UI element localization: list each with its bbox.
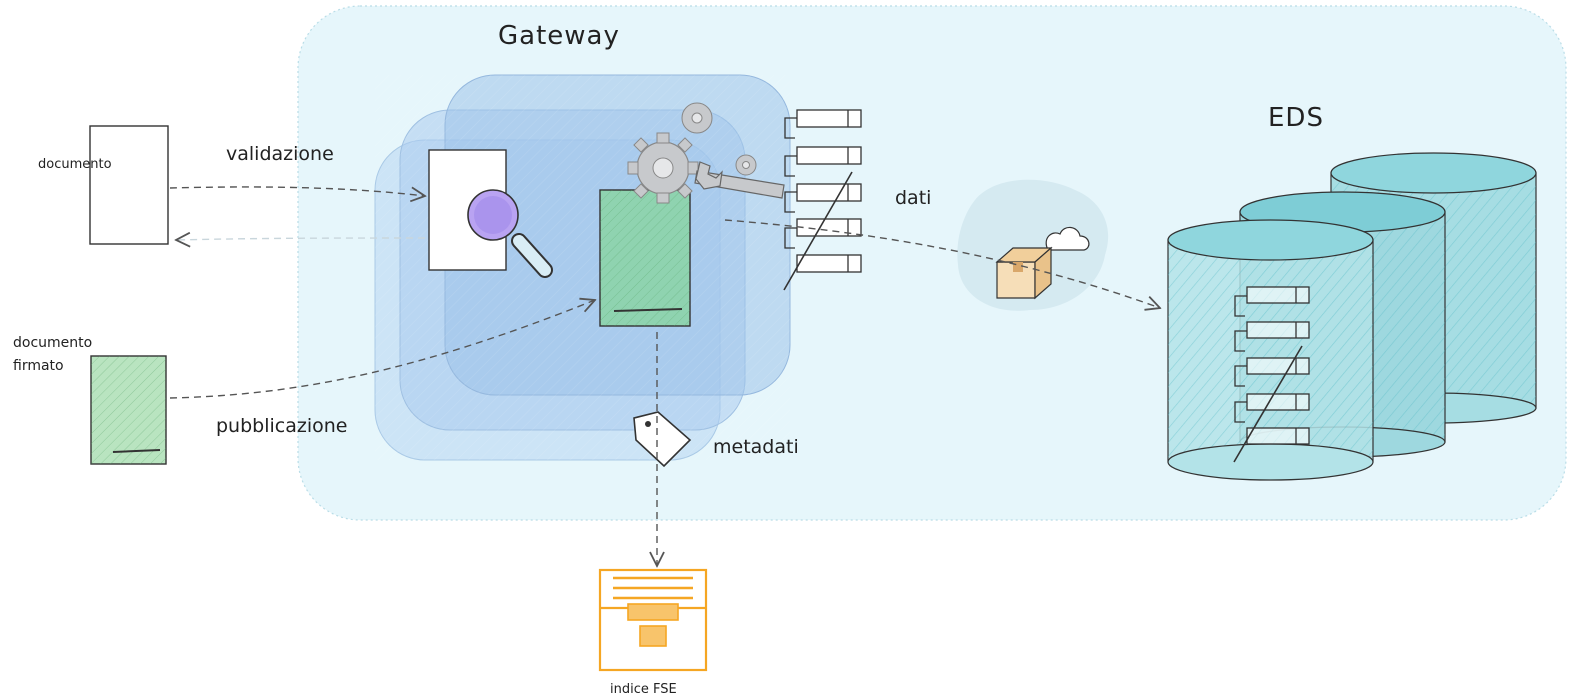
arrow-dati (724, 219, 1160, 308)
document-label: documento (38, 157, 112, 172)
metadati-label: metadati (713, 436, 799, 458)
signed-document-label-line2: firmato (13, 358, 64, 374)
arrow-validazione (169, 186, 425, 196)
data-blocks-eds (1233, 286, 1310, 463)
package-icon (995, 246, 1053, 300)
wrench-icon (694, 161, 785, 199)
signed-document-label-line1: documento (13, 335, 92, 351)
data-blocks-gateway (783, 109, 862, 291)
document-input (89, 125, 169, 245)
database-icon (1167, 152, 1537, 481)
gear-small-icon (681, 102, 757, 176)
tag-icon (633, 411, 692, 468)
validazione-label: validazione (226, 143, 334, 165)
arrow-pubblicazione (169, 300, 595, 399)
magnifier-icon (467, 189, 553, 278)
signed-document-input (90, 355, 167, 465)
pubblicazione-label: pubblicazione (216, 415, 347, 437)
gear-icon (627, 132, 699, 204)
dati-label: dati (895, 187, 931, 209)
eds-title: EDS (1268, 103, 1324, 133)
cloud-icon (957, 179, 1109, 311)
arrow-validazione-return (176, 238, 426, 240)
signed-document-gateway (599, 189, 691, 327)
archive-icon (598, 568, 708, 672)
arrows (169, 186, 1160, 566)
gateway-title: Gateway (498, 21, 620, 51)
indice-fse-label: indice FSE (610, 682, 677, 697)
